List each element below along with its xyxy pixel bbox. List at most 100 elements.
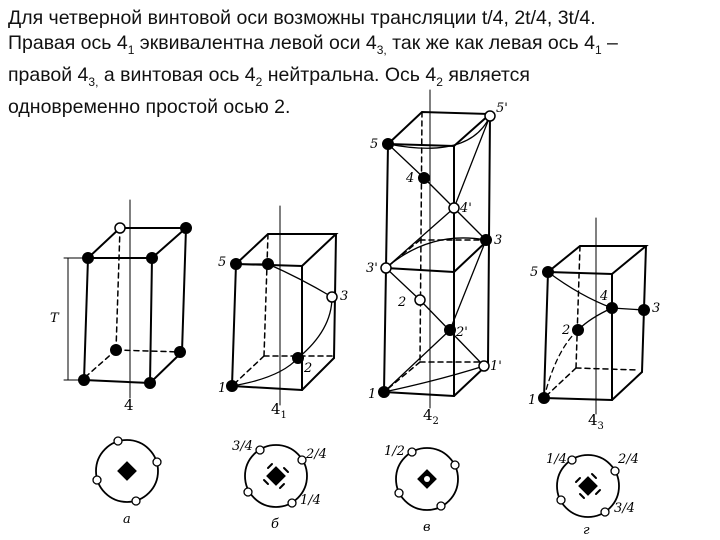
label-4-3-1: 1 (528, 393, 536, 408)
atom (78, 374, 90, 386)
atom (606, 302, 618, 314)
projection-a (92, 436, 162, 506)
intro-line-3: правой 43, а винтовая ось 42 нейтральна.… (8, 63, 714, 95)
fraction-g-3: 3/4 (614, 501, 635, 516)
caption-axis-4-2: 42 (423, 406, 439, 427)
line3-part-c: нейтральна. Ось 4 (262, 63, 437, 86)
axis-symbol-4-3 (575, 473, 601, 499)
fraction-v-1: 1/2 (384, 444, 405, 459)
atom (378, 386, 390, 398)
fraction-b-2: 2/4 (305, 447, 327, 462)
line3-sub-2: 2 (255, 74, 263, 89)
label-4-2-1: 1 (368, 387, 376, 402)
fraction-b-1: 3/4 (232, 439, 253, 454)
line2-part-c: так же как левая ось 4 (386, 32, 595, 54)
label-4-2-4p: 4' (459, 201, 472, 216)
line3-sub-3: 2 (436, 74, 443, 89)
label-4-3-5: 5 (530, 265, 538, 280)
atom-hatched (380, 262, 392, 274)
caption-4-1-main: 4 (271, 400, 281, 418)
label-4-2-3: 3 (494, 233, 502, 248)
fraction-g-2: 2/4 (617, 452, 639, 467)
atom (110, 344, 122, 356)
atom (542, 266, 554, 278)
label-4-2-2p: 2' (455, 325, 468, 340)
prism-axis-4-3 (538, 217, 650, 415)
prism-axis-4-1 (226, 205, 339, 406)
atom (174, 346, 186, 358)
line3-part-d: является (442, 63, 530, 86)
label-4-2-5p: 5' (496, 101, 508, 116)
line2-part-b: эквивалентна левой оси 4 (134, 32, 377, 54)
caption-4-3-sub: 3 (598, 421, 604, 432)
atom-hatched (484, 110, 496, 122)
intro-text: Для четверной винтовой оси возможны тран… (8, 6, 714, 120)
intro-line-2: Правая ось 41 эквивалентна левой оси 43,… (8, 31, 714, 63)
line2-sub-2: 3, (376, 42, 387, 57)
projection-v (394, 447, 460, 511)
label-4-3-3: 3 (652, 301, 660, 316)
label-4-3-2: 2 (561, 323, 570, 338)
label-4-2-2: 2 (397, 295, 406, 310)
atom (538, 392, 550, 404)
atom (418, 172, 430, 184)
line3-sub-1: 3, (88, 74, 99, 89)
atom (292, 352, 304, 364)
line2-sub-1: 1 (127, 42, 135, 57)
atom (480, 234, 492, 246)
projection-letter-a: а (123, 512, 131, 527)
axis-symbol-4-1 (263, 463, 289, 489)
atom (382, 138, 394, 150)
caption-4-2-sub: 2 (433, 416, 439, 427)
line2-part-d: – (601, 32, 618, 54)
atom (572, 324, 584, 336)
atom-hatched (326, 291, 338, 303)
label-4-1-5: 5 (218, 255, 226, 270)
label-4-2-1p: 1' (490, 359, 502, 374)
caption-4-2-main: 4 (423, 406, 433, 424)
line3-part-b: а винтовая ось 4 (98, 63, 256, 86)
atom (230, 258, 242, 270)
label-4-3-4: 4 (599, 289, 608, 304)
prism-axis-4-2 (378, 89, 496, 409)
intro-line-4: одновременно простой осью 2. (8, 95, 291, 118)
atom (180, 222, 192, 234)
projection-letter-b: б (271, 517, 279, 532)
atom (638, 304, 650, 316)
fraction-b-3: 1/4 (300, 493, 321, 508)
atom-hatched (114, 222, 126, 234)
axis-symbol-4-2 (417, 469, 437, 489)
atom-hatched (414, 294, 426, 306)
axis-symbol-4 (117, 461, 137, 481)
atom (226, 380, 238, 392)
projection-letter-v: в (423, 520, 431, 535)
projection-b (243, 444, 308, 508)
height-label: T (50, 311, 60, 326)
label-4-2-5: 5 (370, 137, 378, 152)
caption-axis-4-1: 41 (271, 400, 287, 421)
caption-4-3-main: 4 (588, 411, 598, 429)
caption-axis-4-3: 43 (588, 411, 604, 432)
projection-g (556, 454, 620, 518)
atom-hatched (478, 360, 490, 372)
atom (146, 252, 158, 264)
prism-axis-4 (63, 199, 192, 399)
projection-letter-g: г (583, 523, 590, 538)
atom (444, 324, 456, 336)
line3-part-a: правой 4 (8, 63, 89, 86)
caption-4-1-sub: 1 (281, 410, 287, 421)
atom (82, 252, 94, 264)
label-4-1-1: 1 (218, 381, 226, 396)
caption-axis-4: 4 (124, 396, 134, 414)
label-4-2-3p: 3' (366, 261, 378, 276)
atom-hatched (448, 202, 460, 214)
fraction-g-1: 1/4 (546, 452, 567, 467)
atom (144, 377, 156, 389)
line2-part-a: Правая ось 4 (8, 32, 128, 54)
label-4-2-4: 4 (405, 171, 414, 186)
intro-line-1: Для четверной винтовой оси возможны тран… (8, 7, 596, 29)
atom (262, 258, 274, 270)
line2-sub-3: 1 (594, 42, 602, 57)
label-4-1-2: 2 (303, 361, 312, 376)
